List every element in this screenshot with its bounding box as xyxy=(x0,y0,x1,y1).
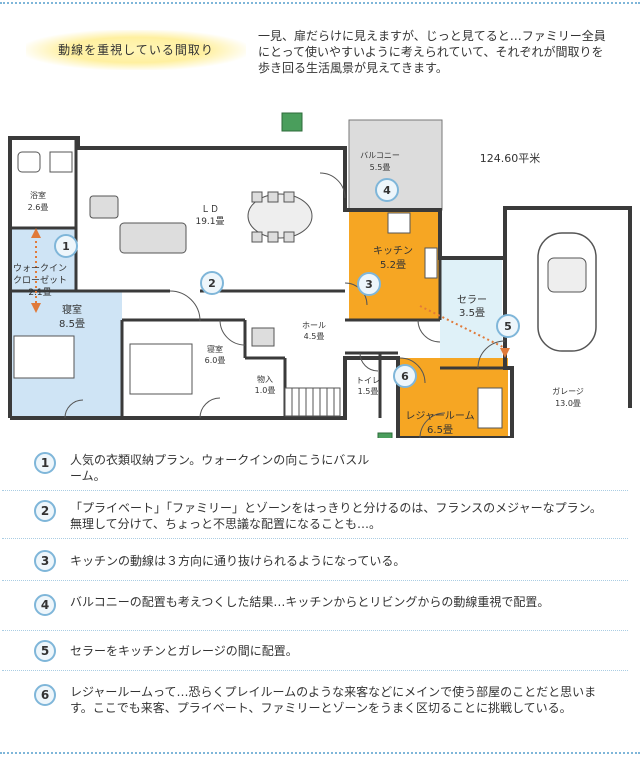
plan-marker-2-circle xyxy=(200,271,224,295)
walls xyxy=(8,136,632,438)
note-3-text: キッチンの動線は３方向に通り抜けられるようになっている。 xyxy=(70,554,406,568)
stairs xyxy=(284,387,341,417)
walkin-size: 2.1畳 xyxy=(28,287,51,298)
plan-marker-5-circle xyxy=(496,314,520,338)
hall-size: 4.5畳 xyxy=(304,332,325,341)
note-3-number: 3 xyxy=(34,550,56,572)
walkin-label-2: クローゼット xyxy=(13,274,67,286)
bedroom-size: 8.5畳 xyxy=(59,318,85,330)
walkin-label: ウォークイン xyxy=(13,263,67,274)
bath-size: 2.6畳 xyxy=(28,203,49,212)
plan-markers: 1 2 3 4 5 6 xyxy=(54,178,520,388)
toilet-size: 1.5畳 xyxy=(358,387,379,396)
intro-text: 一見、扉だらけに見えますが、じっと見てると…ファミリー全員にとって使いやすいよう… xyxy=(258,29,606,75)
plan-marker-6: 6 xyxy=(401,370,409,383)
note-5-number: 5 xyxy=(34,640,56,662)
bedroom2-label: 寝室 xyxy=(207,344,223,354)
room-labels: バルコニー 5.5畳 浴室 2.6畳 ＬＤ 19.1畳 キッチン 5.2畳 ウォ… xyxy=(13,151,584,436)
kitchen-size: 5.2畳 xyxy=(380,259,406,271)
plan-marker-2: 2 xyxy=(208,277,216,290)
plan-marker-6-circle xyxy=(393,364,417,388)
separator xyxy=(2,670,628,671)
cellar-size: 3.5畳 xyxy=(459,307,485,319)
storage-label: 物入 xyxy=(257,374,273,384)
flow-arrow-down xyxy=(31,303,41,313)
hall-label: ホール xyxy=(302,321,326,330)
total-area: 124.60平米 xyxy=(480,152,541,165)
page-title: 動線を重視している間取り xyxy=(58,43,214,57)
note-2-text: 「プライベート」「ファミリー」とゾーンをはっきりと分けるのは、フランスのメジャー… xyxy=(70,501,602,531)
floor-plan: バルコニー 5.5畳 浴室 2.6畳 ＬＤ 19.1畳 キッチン 5.2畳 ウォ… xyxy=(8,112,632,438)
flow-lines xyxy=(35,236,506,349)
leisure-label: レジャールーム xyxy=(405,410,474,422)
separator xyxy=(2,490,628,491)
note-1-text: 人気の衣類収納プラン。ウォークインの向こうにバスルーム。 xyxy=(70,453,370,483)
note-5-text: セラーをキッチンとガレージの間に配置。 xyxy=(70,644,298,658)
separator xyxy=(2,630,628,631)
note-6-text: レジャールームって…恐らくプレイルームのような来客などにメインで使う部屋のことだ… xyxy=(70,685,597,715)
kitchen-label: キッチン xyxy=(373,245,413,257)
note-4-text: バルコニーの配置も考えつくした結果…キッチンからとリビングからの動線重視で配置。 xyxy=(70,595,550,609)
storage-size: 1.0畳 xyxy=(255,386,276,395)
balcony-size: 5.5畳 xyxy=(370,163,391,172)
note-2-number: 2 xyxy=(34,500,56,522)
toilet-label: トイレ xyxy=(356,376,380,385)
top-dotted-border xyxy=(0,2,640,4)
bedroom-label: 寝室 xyxy=(62,303,82,316)
garage-label: ガレージ xyxy=(552,386,584,396)
cellar-fill xyxy=(440,258,502,368)
separator xyxy=(2,580,628,581)
bottom-dotted-border xyxy=(0,752,640,754)
flow-arrow-garage xyxy=(500,348,510,358)
plan-marker-4-circle xyxy=(375,178,399,202)
plan-marker-3-circle xyxy=(357,272,381,296)
plan-marker-1-circle xyxy=(54,234,78,258)
note-1-number: 1 xyxy=(34,452,56,474)
bath-label: 浴室 xyxy=(30,190,46,200)
furniture xyxy=(13,112,597,438)
plan-marker-1: 1 xyxy=(62,240,70,253)
balcony-label: バルコニー xyxy=(360,151,400,160)
plan-marker-5: 5 xyxy=(504,320,512,333)
plan-marker-4: 4 xyxy=(383,184,391,197)
plan-marker-3: 3 xyxy=(365,278,373,291)
garage-size: 13.0畳 xyxy=(555,399,581,408)
door-swings xyxy=(64,172,506,438)
bedroom2-size: 6.0畳 xyxy=(205,356,226,365)
separator xyxy=(2,538,628,539)
cellar-label: セラー xyxy=(457,294,487,306)
flow-arrow-up xyxy=(31,228,41,238)
ld-size: 19.1畳 xyxy=(195,216,224,227)
leisure-size: 6.5畳 xyxy=(427,424,453,436)
ld-label: ＬＤ xyxy=(201,205,219,215)
note-6-number: 6 xyxy=(34,684,56,706)
title-badge: 動線を重視している間取り xyxy=(26,30,246,70)
note-4-number: 4 xyxy=(34,594,56,616)
